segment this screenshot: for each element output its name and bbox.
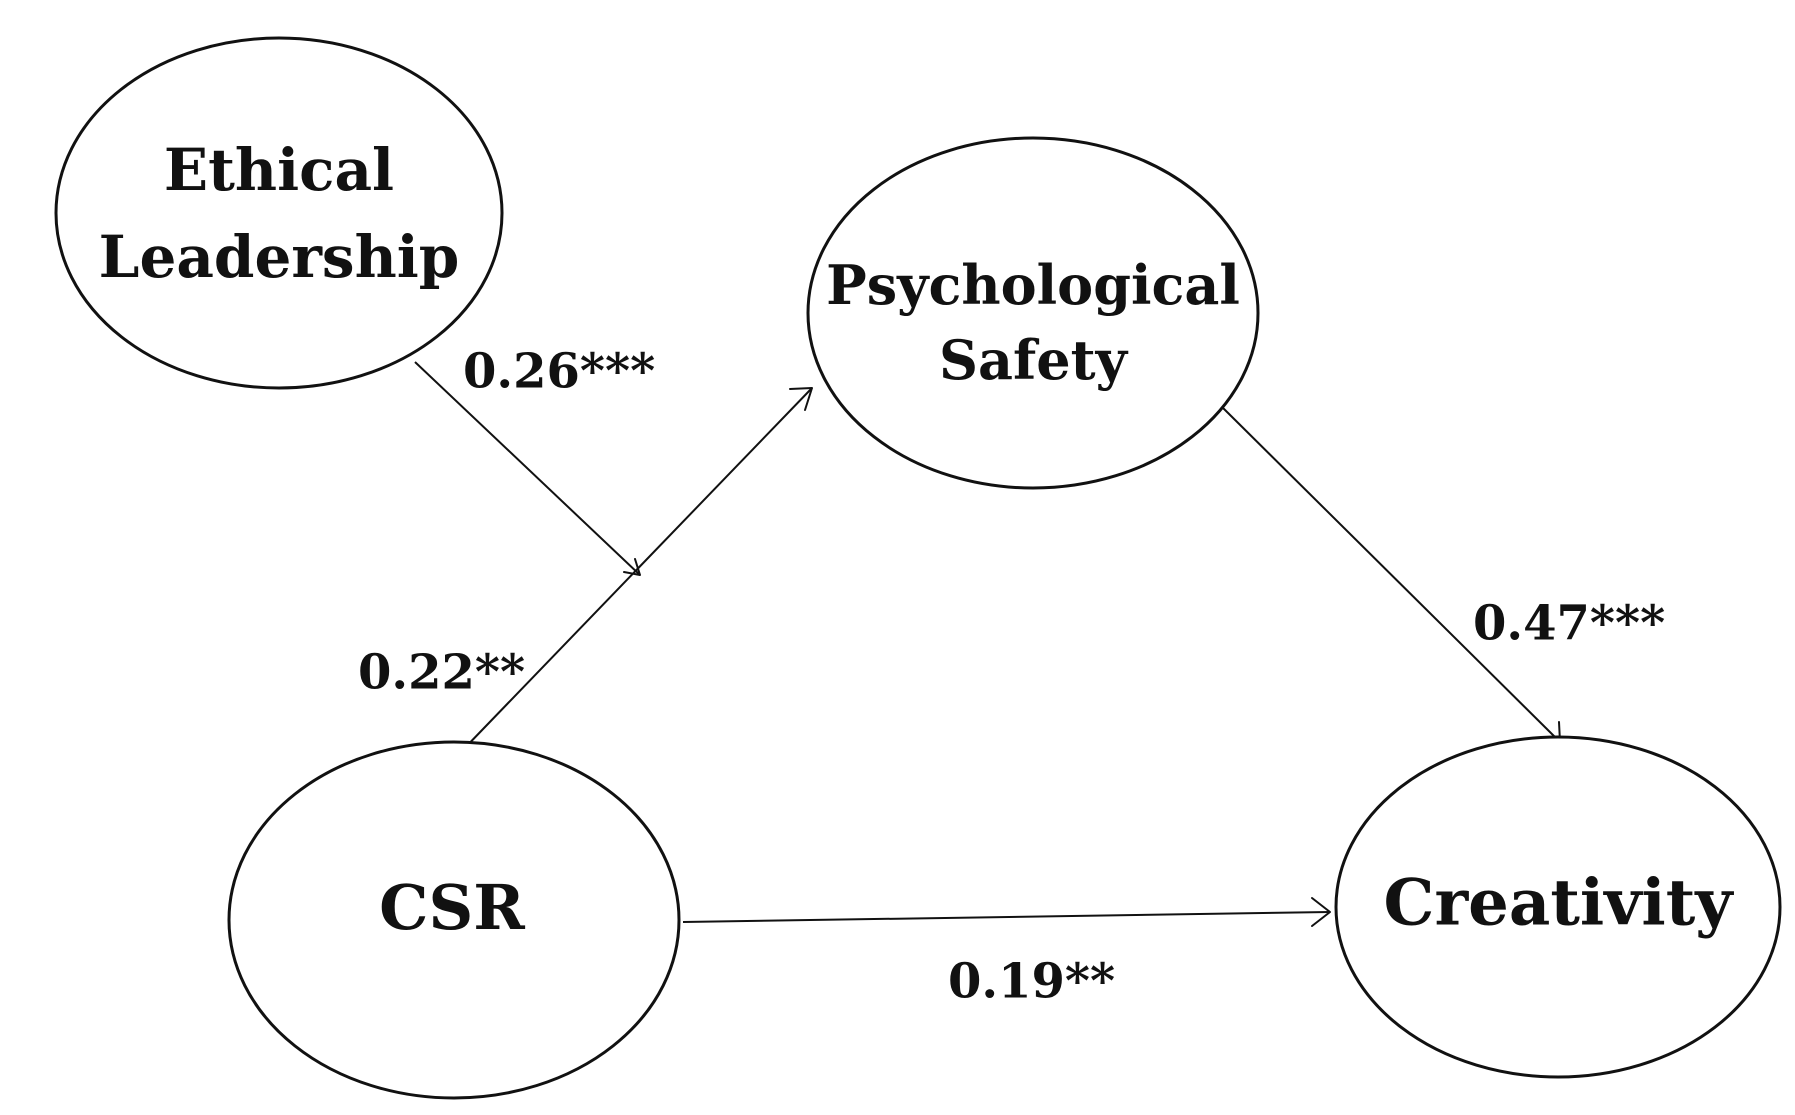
node-creativity-label: Creativity [1384, 866, 1735, 941]
node-csr: CSR [227, 740, 681, 1100]
node-csr-label: CSR [379, 871, 525, 944]
edge-label-ethical-leadership-moderation: 0.26*** [463, 344, 655, 400]
node-psychological-safety-label-line2: Safety [939, 328, 1129, 392]
edge-csr-to-creativity [682, 897, 1331, 927]
node-ethical-leadership-label-line1: Ethical [164, 136, 394, 204]
edge-label-csr-to-creativity: 0.19** [948, 954, 1115, 1010]
node-ethical-leadership: Ethical Leadership [54, 36, 504, 390]
edge-psychological-safety-to-creativity [1219, 404, 1561, 743]
node-psychological-safety-label-line1: Psychological [826, 253, 1240, 317]
edge-ethical-leadership-moderation [414, 361, 641, 576]
edge-label-csr-to-psychological-safety: 0.22** [358, 645, 525, 701]
node-psychological-safety: Psychological Safety [806, 136, 1260, 490]
node-ethical-leadership-label-line2: Leadership [99, 223, 460, 291]
edge-label-psychological-safety-to-creativity: 0.47*** [1473, 596, 1665, 652]
node-creativity: Creativity [1334, 735, 1782, 1079]
